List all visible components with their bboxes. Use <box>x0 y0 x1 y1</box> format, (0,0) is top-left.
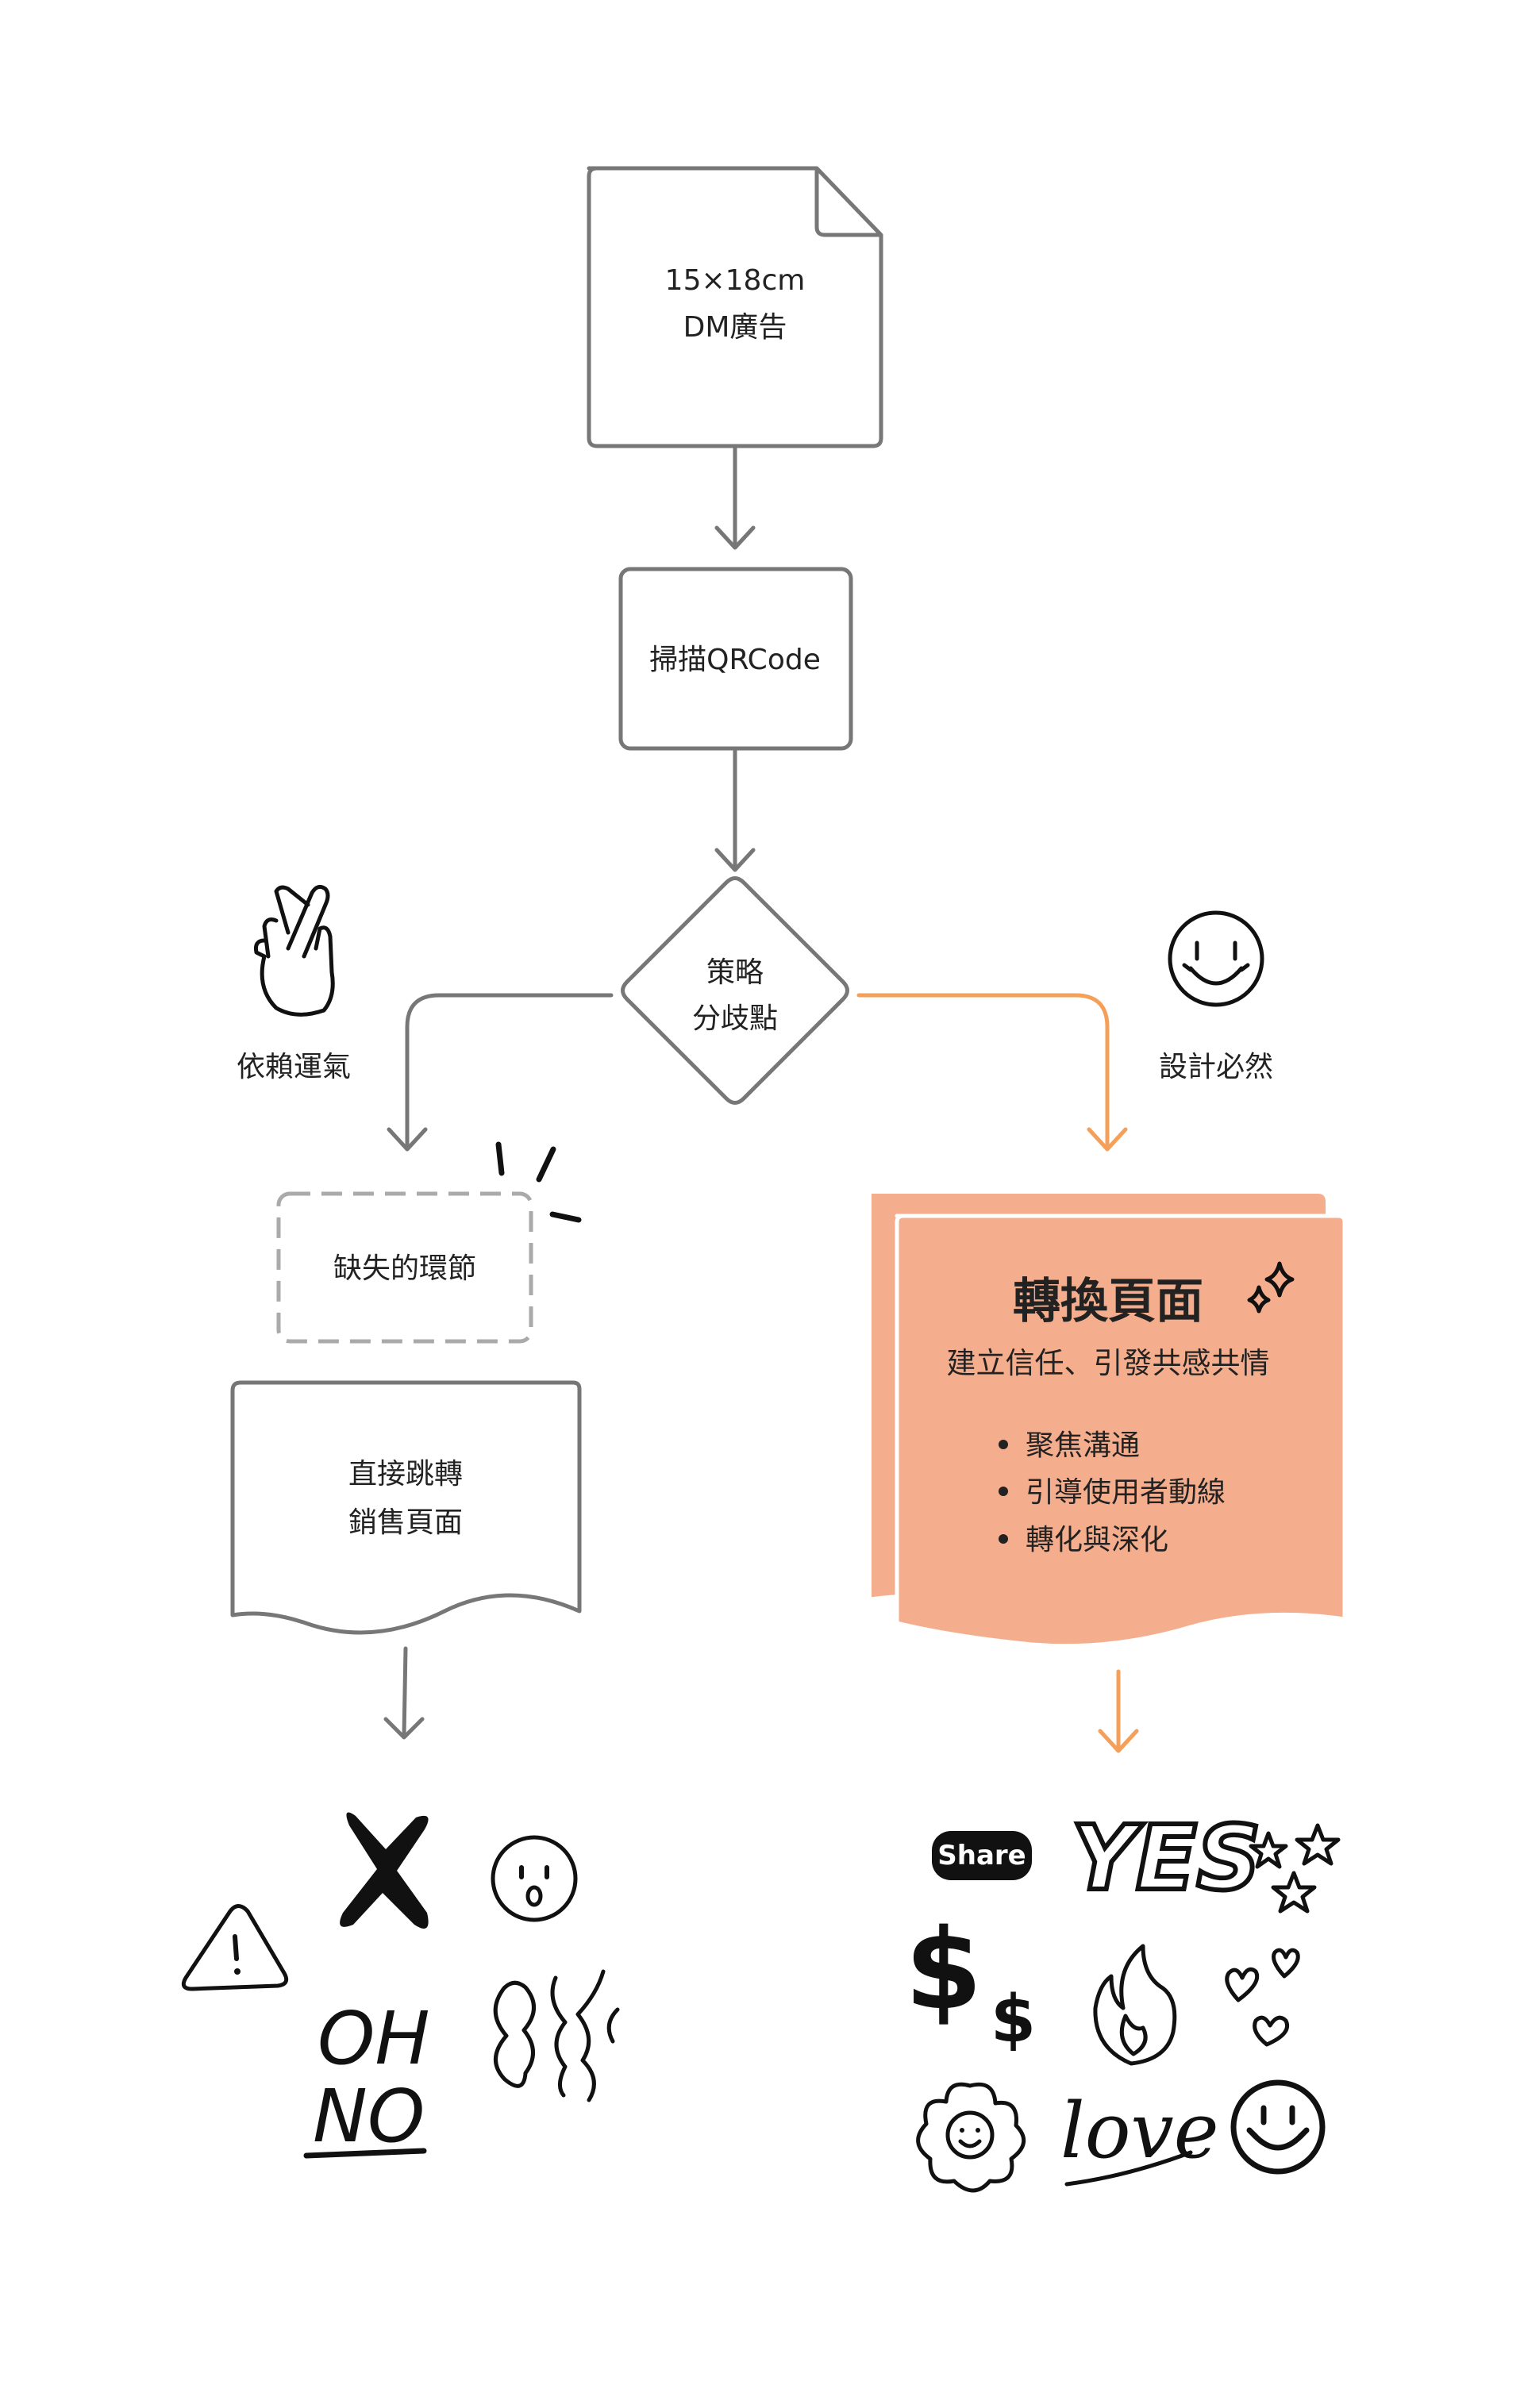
smiley-face-icon <box>1168 910 1264 1007</box>
branch-label-luck: 依賴運氣 <box>237 1051 351 1083</box>
oh-text: OH <box>318 1996 430 2081</box>
oh-no-text-icon: OH NO <box>303 1996 430 2159</box>
branch-label-design: 設計必然 <box>1159 1051 1273 1083</box>
arrow-left-branch <box>387 993 614 1152</box>
love-text: love <box>1060 2087 1219 2175</box>
decision-node[interactable]: 策略 分歧點 <box>621 876 849 1105</box>
fire-icon <box>1093 1944 1177 2066</box>
dm-ad-title-label: DM廣告 <box>683 311 787 344</box>
flower-face-icon <box>916 2082 1026 2193</box>
dm-ad-node[interactable]: 15×18cm DM廣告 <box>587 166 883 448</box>
negative-stickers: OH NO <box>181 1812 620 2159</box>
arrow-direct-to-negative <box>383 1646 425 1740</box>
arrow-dm-to-scan <box>714 444 756 550</box>
conversion-page-node[interactable]: 轉換頁面 建立信任、引發共感共情 聚焦溝通 引導使用者動線 轉化與深化 <box>872 1194 1347 1648</box>
bullet-dot <box>999 1440 1008 1449</box>
yes-text-icon: YES <box>1069 1805 1263 1913</box>
decision-label-line2: 分歧點 <box>692 1002 778 1035</box>
conversion-page-title: 轉換頁面 <box>1013 1274 1203 1329</box>
dm-ad-size-label: 15×18cm <box>665 264 806 297</box>
direct-page-line2: 銷售頁面 <box>348 1506 463 1539</box>
share-text: Share <box>937 1840 1026 1871</box>
happy-face-icon <box>1230 2079 1326 2175</box>
bullet-item-1: 聚焦溝通 <box>1026 1429 1140 1462</box>
bullet-item-3: 轉化與深化 <box>1026 1524 1168 1556</box>
warning-icon <box>181 1904 289 1991</box>
dollar-large: $ <box>905 1906 982 2035</box>
dollar-small: $ <box>991 1982 1036 2057</box>
conversion-bullet-list: 聚焦溝通 引導使用者動線 轉化與深化 <box>999 1429 1226 1556</box>
arrow-scan-to-decision <box>714 746 756 872</box>
sparkle-icon <box>1247 1261 1295 1314</box>
love-text-icon: love <box>1060 2087 1219 2187</box>
missing-link-node[interactable]: 缺失的環節 <box>276 1191 533 1344</box>
direct-page-line1: 直接跳轉 <box>348 1458 463 1491</box>
conversion-page-subtitle: 建立信任、引發共感共情 <box>947 1346 1270 1380</box>
arrow-conversion-to-positive <box>1098 1669 1139 1753</box>
positive-stickers: Share YES $ $ l <box>905 1805 1341 2193</box>
dollar-sign-icon: $ $ <box>905 1906 1036 2057</box>
no-text: NO <box>313 2074 425 2159</box>
x-mark-icon <box>340 1812 429 1929</box>
stars-icon <box>1249 1823 1341 1914</box>
arrow-right-branch <box>856 993 1128 1152</box>
emphasis-marks-icon <box>495 1141 582 1223</box>
bullet-dot <box>999 1487 1008 1496</box>
decision-label-line1: 策略 <box>706 956 764 989</box>
missing-link-label: 缺失的環節 <box>333 1252 476 1285</box>
share-badge-icon: Share <box>932 1831 1032 1880</box>
bullet-item-2: 引導使用者動線 <box>1026 1476 1226 1509</box>
bullet-dot <box>999 1534 1008 1544</box>
scan-qr-node[interactable]: 掃描QRCode <box>618 567 853 751</box>
shocked-face-icon <box>491 1835 578 1922</box>
scan-qr-label: 掃描QRCode <box>649 644 821 676</box>
squiggle-lines-icon <box>493 1969 620 2102</box>
yes-text: YES <box>1072 1807 1260 1910</box>
crossed-fingers-icon <box>254 884 335 1017</box>
hearts-icon <box>1225 1948 1300 2047</box>
direct-sales-page-node[interactable]: 直接跳轉 銷售頁面 <box>230 1380 582 1635</box>
